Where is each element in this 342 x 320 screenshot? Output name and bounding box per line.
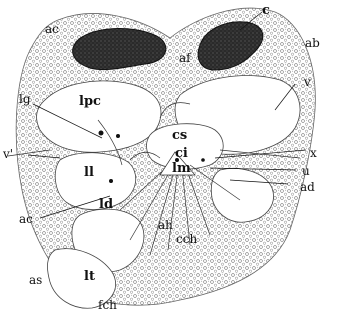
label-lg: lg: [19, 93, 31, 105]
label-lt: lt: [84, 270, 95, 283]
label-ll: ll: [84, 166, 94, 179]
label-lpc: lpc: [79, 95, 101, 108]
label-ah: ah: [158, 219, 173, 231]
label-ld: ld: [99, 198, 113, 211]
label-af: af: [179, 52, 191, 64]
label-cch: cch: [176, 233, 197, 245]
label-v-prime: v': [3, 148, 13, 160]
label-v: v: [304, 76, 311, 88]
label-ac-top: ac: [45, 23, 59, 35]
label-c: c: [262, 4, 270, 17]
label-ci: ci: [175, 147, 188, 160]
label-ab: ab: [305, 37, 320, 49]
cavity-ll: [55, 153, 136, 210]
label-as: as: [29, 274, 42, 286]
label-cs: cs: [172, 129, 187, 142]
label-ad: ad: [300, 181, 315, 193]
label-u: u: [302, 165, 310, 177]
label-fch: fch: [98, 299, 117, 311]
label-ac-bottom: ac: [19, 213, 33, 225]
label-lm: lm: [172, 162, 191, 175]
label-x: x: [310, 147, 317, 159]
